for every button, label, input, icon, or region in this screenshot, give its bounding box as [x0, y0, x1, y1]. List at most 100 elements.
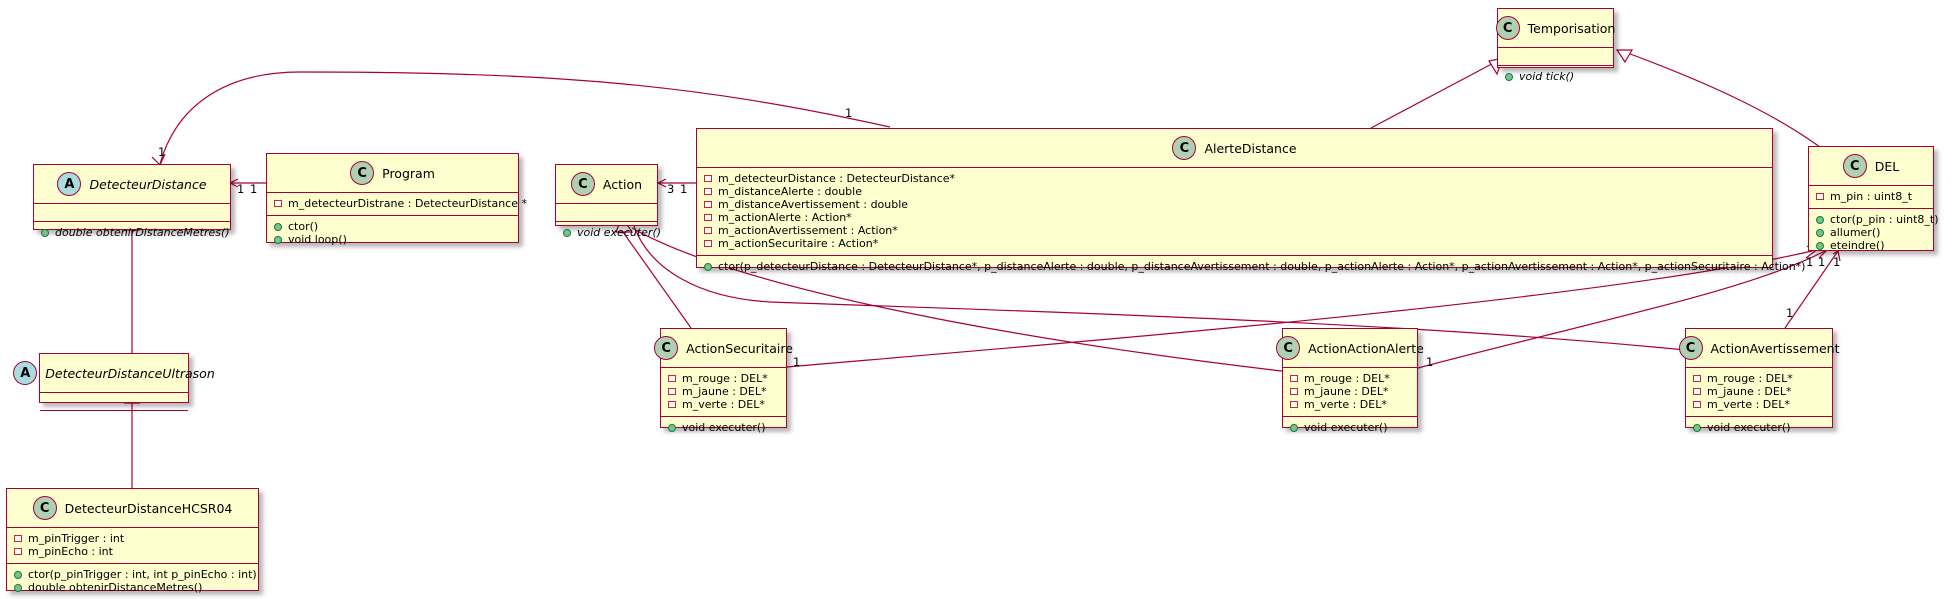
private-icon [1693, 388, 1701, 395]
public-icon [1816, 215, 1824, 224]
edge-alerte-temporisation [1370, 57, 1504, 129]
private-icon [14, 535, 22, 542]
class-fields [1498, 48, 1613, 66]
multiplicity-label: 1 [158, 145, 166, 159]
private-icon [704, 175, 712, 182]
class-methods [40, 411, 188, 428]
public-icon [704, 262, 712, 271]
method: void executer() [682, 421, 766, 434]
field: m_actionAvertissement : Action* [718, 224, 898, 237]
field: m_rouge : DEL* [1707, 372, 1793, 385]
class-name: Program [382, 165, 435, 181]
method: ctor() [288, 220, 319, 233]
field: m_verte : DEL* [1707, 398, 1790, 411]
multiplicity-label: 3 [667, 182, 675, 196]
class-fields: m_pinTrigger : int m_pinEcho : int [7, 528, 258, 564]
class-stereotype-icon: C [654, 336, 679, 360]
edge-avertissement-action [633, 225, 1686, 351]
arrow-alerte-action [656, 178, 667, 188]
class-fields: m_pin : uint8_t [1809, 186, 1933, 209]
class-action-securitaire[interactable]: C ActionSecuritaire m_rouge : DEL* m_jaun… [654, 328, 793, 434]
edge-avertissement-del [1784, 250, 1839, 329]
multiplicity-label: 1 [1806, 255, 1814, 269]
public-icon [563, 228, 571, 237]
class-stereotype-icon: C [32, 496, 57, 520]
class-methods: void executer() [556, 222, 661, 244]
method: void executer() [1707, 421, 1791, 434]
public-icon [1816, 241, 1824, 250]
field: m_jaune : DEL* [682, 385, 767, 398]
private-icon [1816, 193, 1824, 200]
public-icon [274, 222, 282, 231]
class-name: ActionSecuritaire [686, 340, 793, 356]
private-icon [1290, 375, 1298, 382]
public-icon [1290, 423, 1298, 432]
multiplicity-label: 1 [680, 182, 688, 196]
multiplicity-label: 1 [1426, 355, 1434, 369]
public-icon [1693, 423, 1701, 432]
method: void executer() [1304, 421, 1388, 434]
public-icon [14, 583, 22, 592]
class-stereotype-icon: C [570, 172, 595, 196]
method: ctor(p_pinTrigger : int, int p_pinEcho :… [28, 568, 257, 581]
field: m_distanceAlerte : double [718, 185, 862, 198]
public-icon [14, 570, 22, 579]
private-icon [668, 375, 676, 382]
public-icon [274, 235, 282, 244]
edge-securitaire-action [622, 231, 692, 329]
private-icon [274, 200, 282, 207]
arrow-del-c [1832, 250, 1841, 262]
class-stereotype-icon: C [1678, 336, 1703, 360]
field: m_distanceAvertissement : double [718, 198, 909, 211]
field: m_actionSecuritaire : Action* [718, 237, 879, 250]
public-icon [1816, 228, 1824, 237]
edge-actionalerte-del [1417, 250, 1826, 369]
method: ctor(p_detecteurDistance : DetecteurDist… [718, 260, 1806, 273]
class-name: DEL [1874, 158, 1900, 174]
class-fields: m_detecteurDistrane : DetecteurDistance … [267, 193, 527, 216]
class-name: Action [602, 176, 643, 192]
field: m_verte : DEL* [1304, 398, 1387, 411]
class-fields [34, 204, 230, 222]
class-fields [556, 204, 657, 222]
private-icon [704, 201, 712, 208]
class-name: DetecteurDistanceUltrason [45, 365, 215, 381]
private-icon [704, 214, 712, 221]
class-fields: m_rouge : DEL* m_jaune : DEL* m_verte : … [661, 368, 786, 417]
abstract-stereotype-icon: A [57, 172, 82, 196]
class-fields: m_rouge : DEL* m_jaune : DEL* m_verte : … [1686, 368, 1832, 417]
class-methods: double obtenirDistanceMetres() [34, 222, 230, 244]
class-stereotype-icon: C [1172, 136, 1197, 160]
class-methods: ctor(p_pin : uint8_t) allumer() eteindre… [1809, 209, 1939, 257]
method: eteindre() [1830, 239, 1885, 252]
field: m_verte : DEL* [682, 398, 765, 411]
class-name: AlerteDistance [1204, 140, 1297, 156]
public-icon [41, 228, 49, 237]
field: m_jaune : DEL* [1304, 385, 1389, 398]
class-alerte-distance[interactable]: C AlerteDistance m_detecteurDistance : De… [696, 128, 1805, 273]
field: m_detecteurDistance : DetecteurDistance* [718, 172, 956, 185]
private-icon [668, 401, 676, 408]
class-name: ActionActionAlerte [1308, 340, 1424, 356]
class-stereotype-icon: C [1276, 336, 1301, 360]
field: m_actionAlerte : Action* [718, 211, 852, 224]
class-name: DetecteurDistance [89, 176, 207, 192]
class-methods: ctor(p_pinTrigger : int, int p_pinEcho :… [7, 564, 258, 599]
multiplicity-label: 1 [793, 355, 801, 369]
class-methods: void tick() [1498, 66, 1613, 88]
multiplicity-label: 1 [237, 182, 245, 196]
edge-del-temporisation [1624, 51, 1825, 151]
multiplicity-label: 1 [845, 106, 853, 120]
edge-securitaire-del [786, 250, 1813, 368]
method: allumer() [1830, 226, 1881, 239]
class-fields [40, 393, 188, 411]
